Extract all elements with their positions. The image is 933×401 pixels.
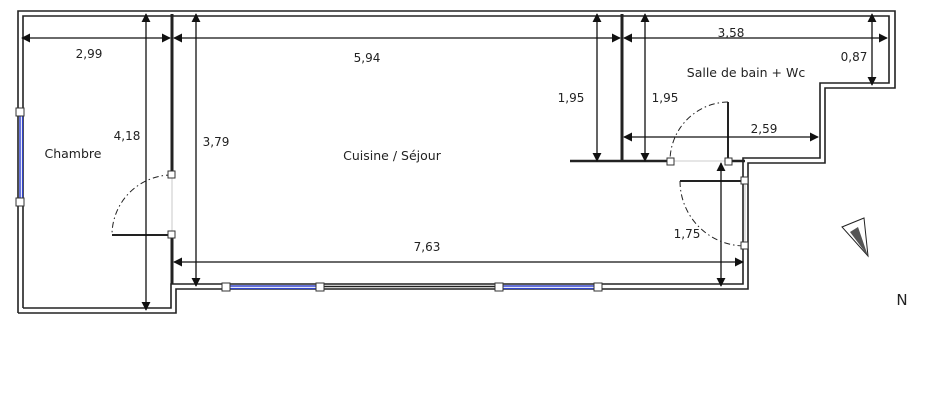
dim-sdb-inner-width: 2,59 — [751, 122, 778, 136]
compass-arrow-icon — [841, 217, 869, 258]
dim-sejour-height: 3,79 — [203, 135, 230, 149]
dim-sdb-height-inner: 1,95 — [652, 91, 679, 105]
room-label-salle-de-bain: Salle de bain + Wc — [687, 65, 806, 80]
room-label-chambre: Chambre — [45, 146, 102, 161]
dimension-lines — [21, 13, 888, 311]
interior-walls — [170, 14, 745, 284]
dim-entry-height: 1,75 — [674, 227, 701, 241]
dim-chambre-height: 4,18 — [114, 129, 141, 143]
window-sejour — [221, 282, 603, 292]
door-entree — [679, 176, 749, 250]
room-label-cuisine-sejour: Cuisine / Séjour — [343, 148, 442, 163]
door-salle-de-bain — [666, 101, 733, 166]
dim-chambre-width: 2,99 — [76, 47, 103, 61]
dim-sdb-height-left: 1,95 — [558, 91, 585, 105]
dim-sdb-width: 3,58 — [718, 26, 745, 40]
dim-sejour-width: 5,94 — [354, 51, 381, 65]
outer-walls — [17, 10, 896, 314]
compass-north-label: N — [896, 291, 907, 309]
door-chambre — [111, 170, 176, 239]
dim-sdb-notch: 0,87 — [841, 50, 868, 64]
window-chambre — [15, 107, 25, 207]
dim-total-width: 7,63 — [414, 240, 441, 254]
